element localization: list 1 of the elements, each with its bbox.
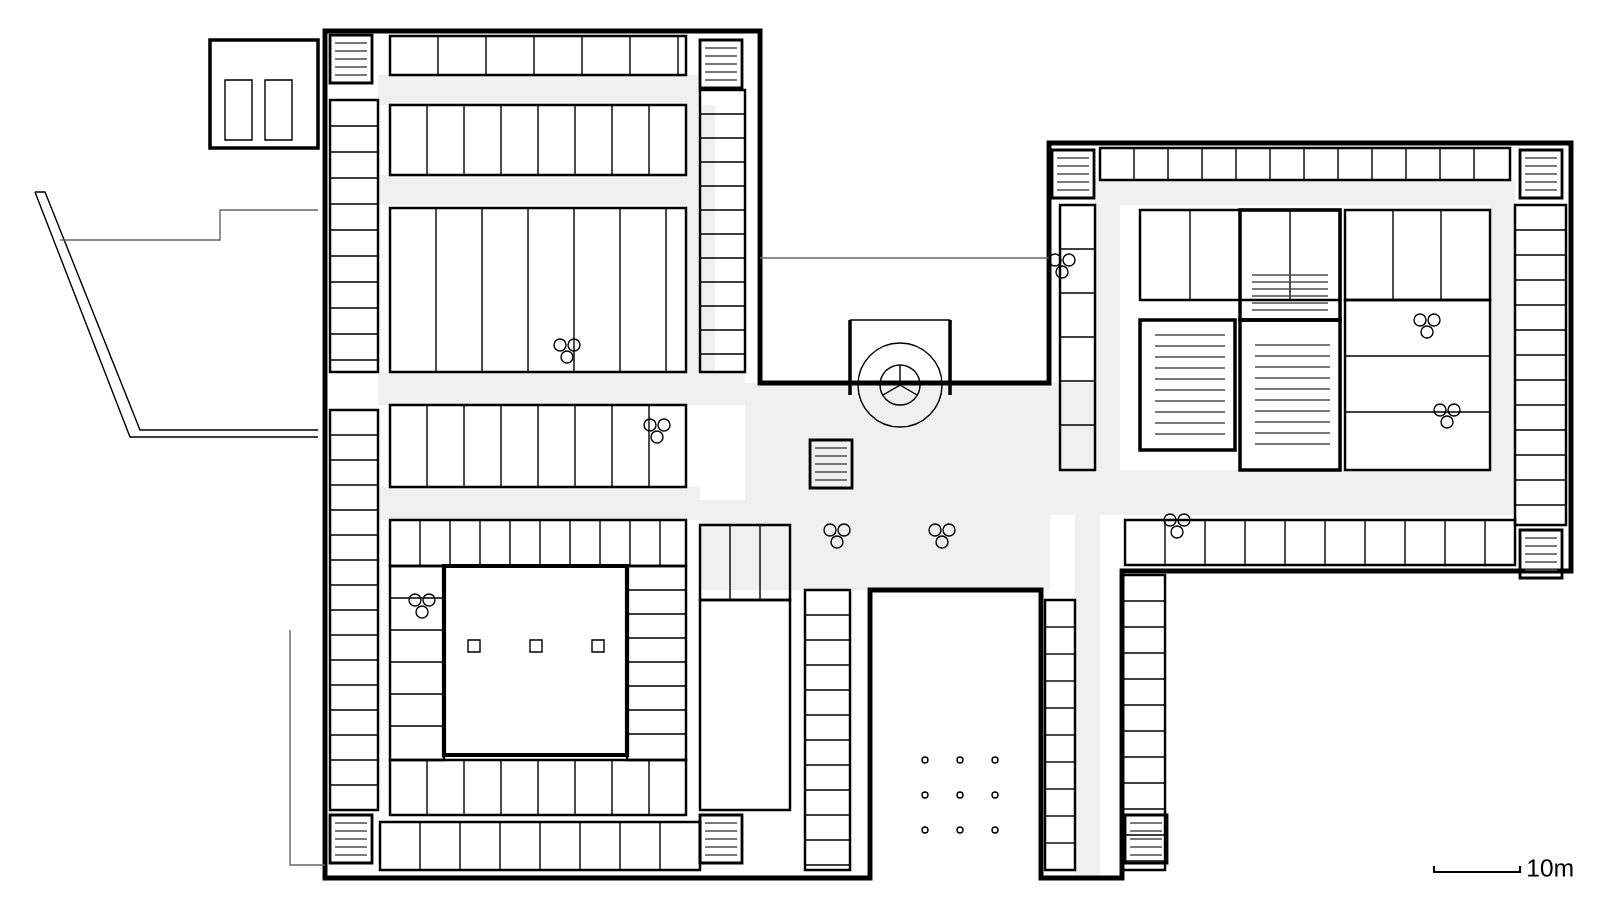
- scale-label: 10m: [1528, 859, 1573, 877]
